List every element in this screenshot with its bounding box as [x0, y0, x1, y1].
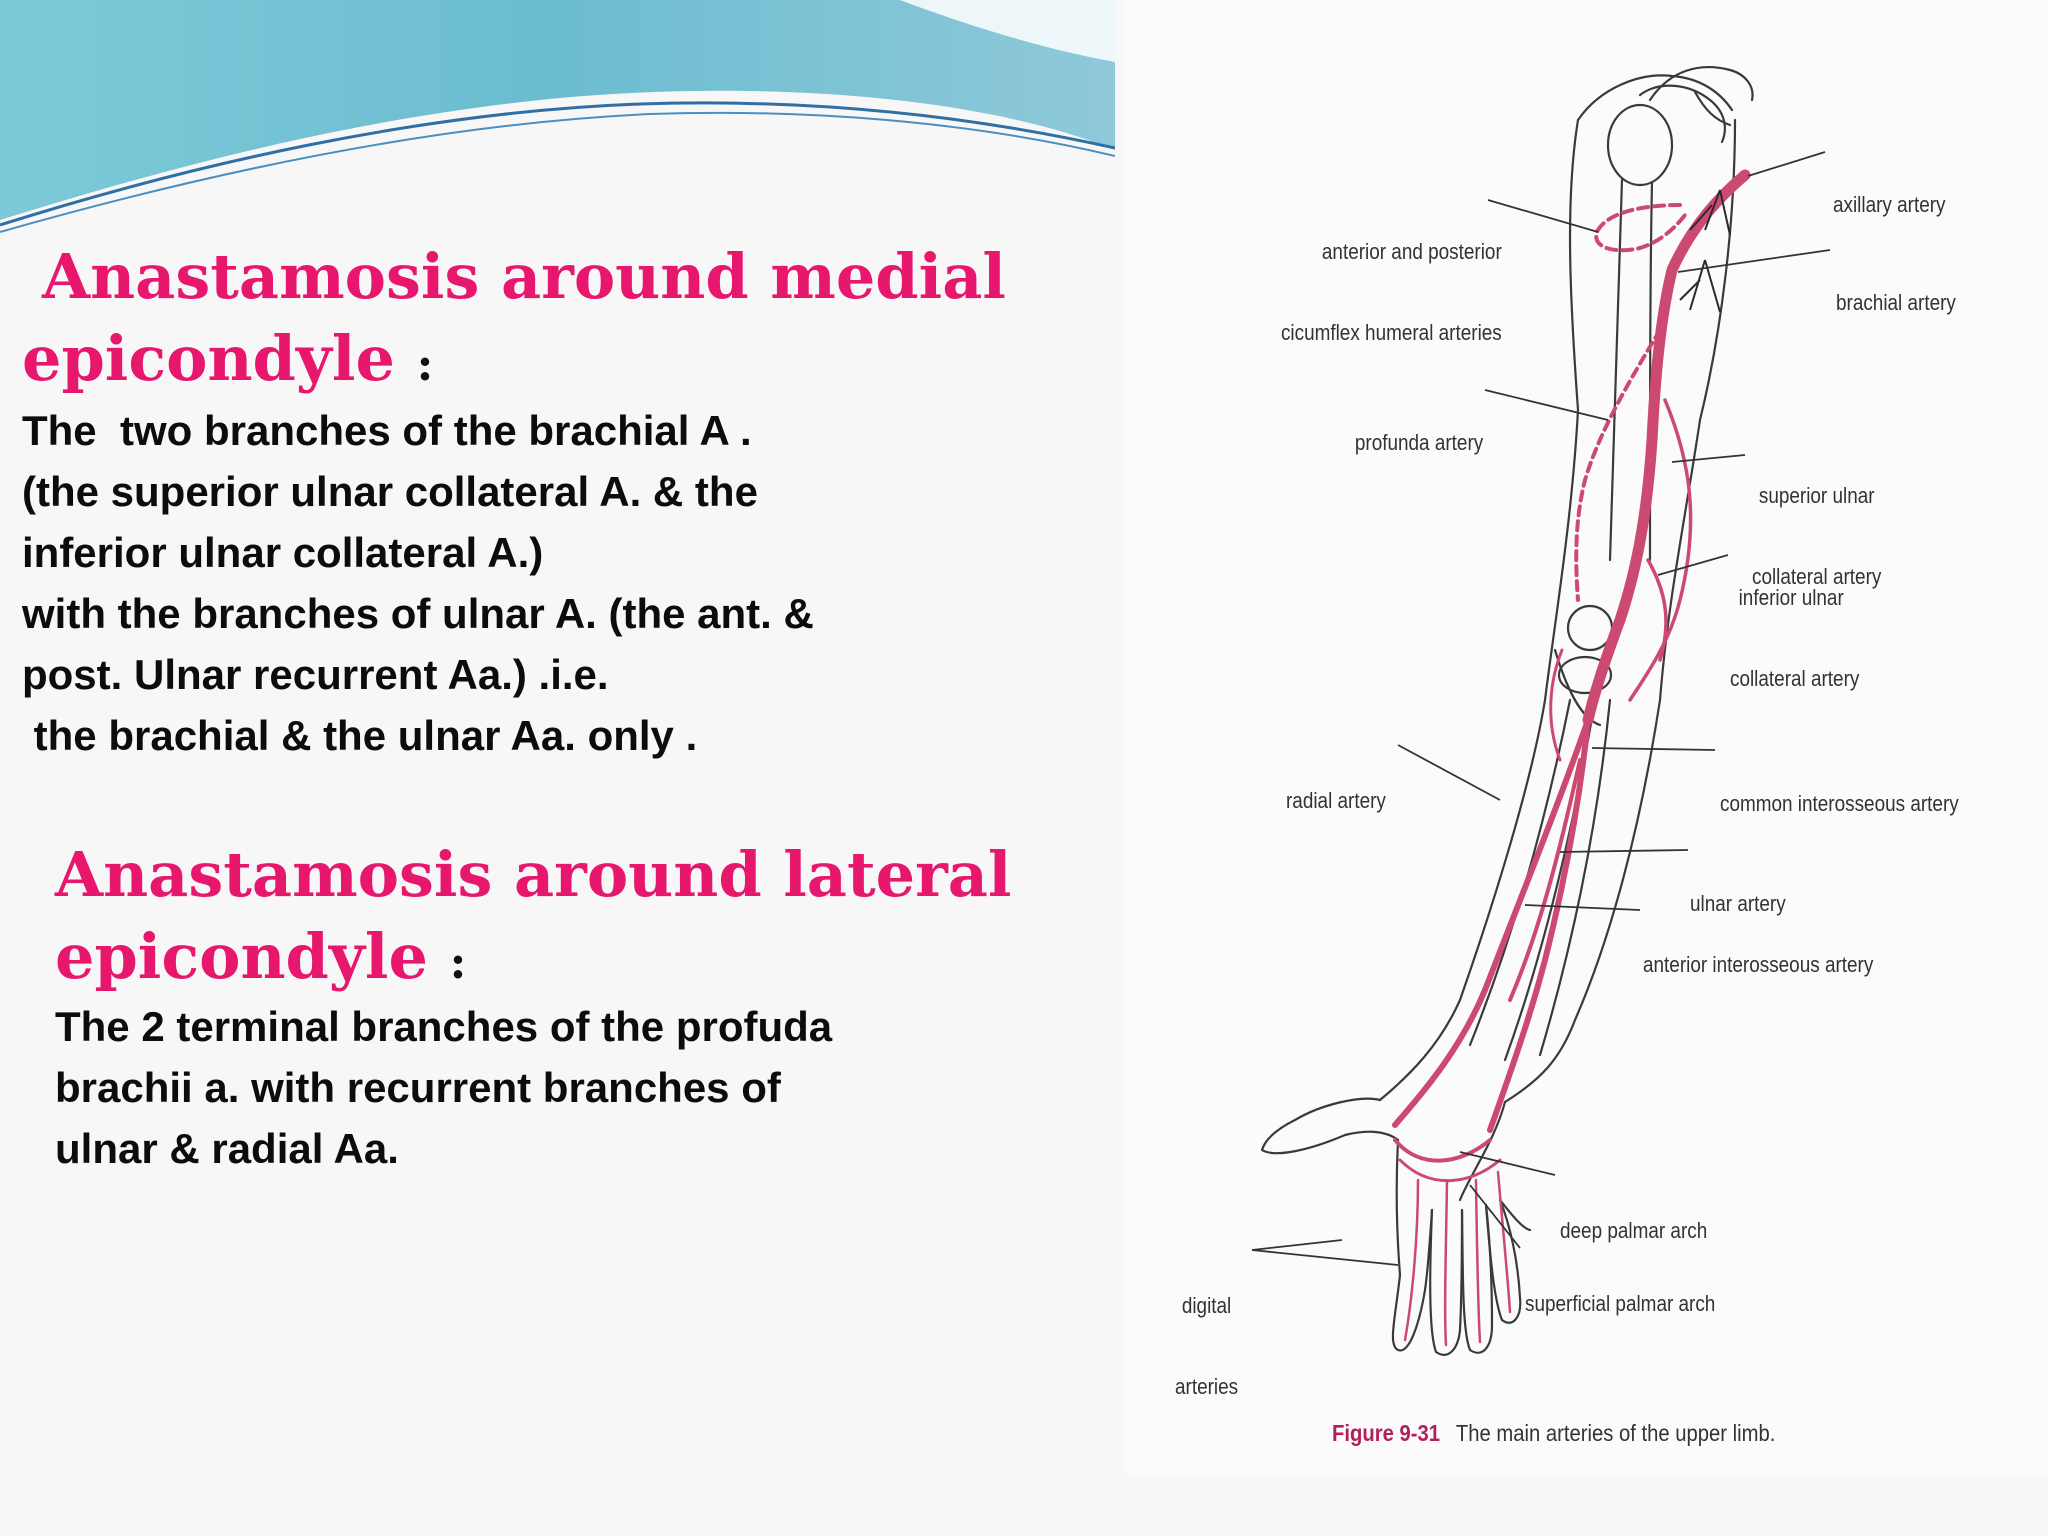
lateral-heading-line1: Anastamosis around lateral: [55, 838, 1012, 911]
leader-lines: [1251, 151, 1831, 1266]
medial-heading-colon: :: [416, 337, 434, 391]
lateral-heading-line2: epicondyle: [55, 920, 428, 993]
label-digital-line1: digital: [1181, 1293, 1232, 1318]
medial-heading: Anastamosis around medial epicondyle :: [22, 236, 1006, 405]
label-inferior-ulnar-collateral-artery: inferior ulnar collateral artery: [1730, 530, 1859, 719]
lateral-heading-colon: :: [449, 935, 467, 989]
medial-line-1: The two branches of the brachial A .: [22, 407, 752, 454]
label-common-interosseous-artery: common interosseous artery: [1720, 736, 1959, 844]
label-inferior-ulnar-line2: collateral artery: [1730, 666, 1860, 691]
medial-line-5: post. Ulnar recurrent Aa.) .i.e.: [22, 651, 609, 698]
figure-caption: Figure 9-31 The main arteries of the uppe…: [1332, 1420, 1775, 1447]
label-superior-ulnar-line1: superior ulnar: [1758, 483, 1875, 508]
label-ulnar-artery: ulnar artery: [1690, 836, 1786, 944]
lateral-line-1: The 2 terminal branches of the profuda: [55, 1003, 833, 1050]
label-digital-arteries: digital arteries: [1175, 1238, 1238, 1427]
lateral-heading: Anastamosis around lateral epicondyle :: [55, 834, 1011, 1003]
label-superficial-palmar-arch: superficial palmar arch: [1525, 1236, 1715, 1344]
lateral-body: The 2 terminal branches of the profuda b…: [55, 996, 832, 1179]
label-brachial-text: brachial artery: [1836, 290, 1956, 315]
lateral-line-2: brachii a. with recurrent branches of: [55, 1064, 781, 1111]
medial-body: The two branches of the brachial A . (th…: [22, 400, 814, 766]
label-inferior-ulnar-line1: inferior ulnar: [1738, 585, 1844, 610]
label-ulnar-text: ulnar artery: [1690, 891, 1786, 916]
label-deep-palmar-arch: deep palmar arch: [1560, 1163, 1707, 1271]
figure-number: Figure 9-31: [1332, 1420, 1440, 1446]
label-superior-ulnar-collateral-artery: superior ulnar collateral artery: [1752, 428, 1881, 617]
label-radial-artery: radial artery: [1286, 733, 1386, 841]
label-circumflex-line1: anterior and posterior: [1322, 239, 1502, 264]
label-common-interosseous-text: common interosseous artery: [1720, 791, 1959, 816]
label-profunda-artery: profunda artery: [1355, 375, 1483, 483]
label-axillary-text: axillary artery: [1833, 192, 1946, 217]
label-profunda-text: profunda artery: [1354, 430, 1483, 455]
medial-line-2: (the superior ulnar collateral A. & the: [22, 468, 758, 515]
label-digital-line2: arteries: [1175, 1374, 1239, 1399]
axillary-branches: [1679, 189, 1731, 313]
medial-line-3: inferior ulnar collateral A.): [22, 529, 544, 576]
medial-heading-line1: Anastamosis around medial: [42, 240, 1006, 313]
label-anterior-interosseous-artery: anterior interosseous artery: [1643, 897, 1873, 1005]
label-superficial-palmar-text: superficial palmar arch: [1525, 1291, 1716, 1316]
medial-line-6: the brachial & the ulnar Aa. only .: [22, 712, 698, 759]
label-superior-ulnar-line2: collateral artery: [1752, 564, 1882, 589]
label-circumflex-humeral-arteries: anterior and posterior cicumflex humeral…: [1281, 184, 1502, 373]
artery-network: [1392, 169, 1751, 1347]
lateral-line-3: ulnar & radial Aa.: [55, 1125, 399, 1172]
label-deep-palmar-text: deep palmar arch: [1560, 1218, 1708, 1243]
figure-caption-text: The main arteries of the upper limb.: [1455, 1420, 1776, 1446]
medial-line-4: with the branches of ulnar A. (the ant. …: [22, 590, 814, 637]
label-brachial-artery: brachial artery: [1836, 235, 1956, 343]
label-axillary-artery: axillary artery: [1833, 137, 1945, 245]
label-circumflex-line2: cicumflex humeral arteries: [1281, 320, 1502, 345]
label-anterior-interosseous-text: anterior interosseous artery: [1643, 952, 1874, 977]
label-radial-text: radial artery: [1286, 788, 1386, 813]
medial-heading-line2: epicondyle: [22, 322, 395, 395]
header-wave-decoration: [0, 0, 1115, 233]
